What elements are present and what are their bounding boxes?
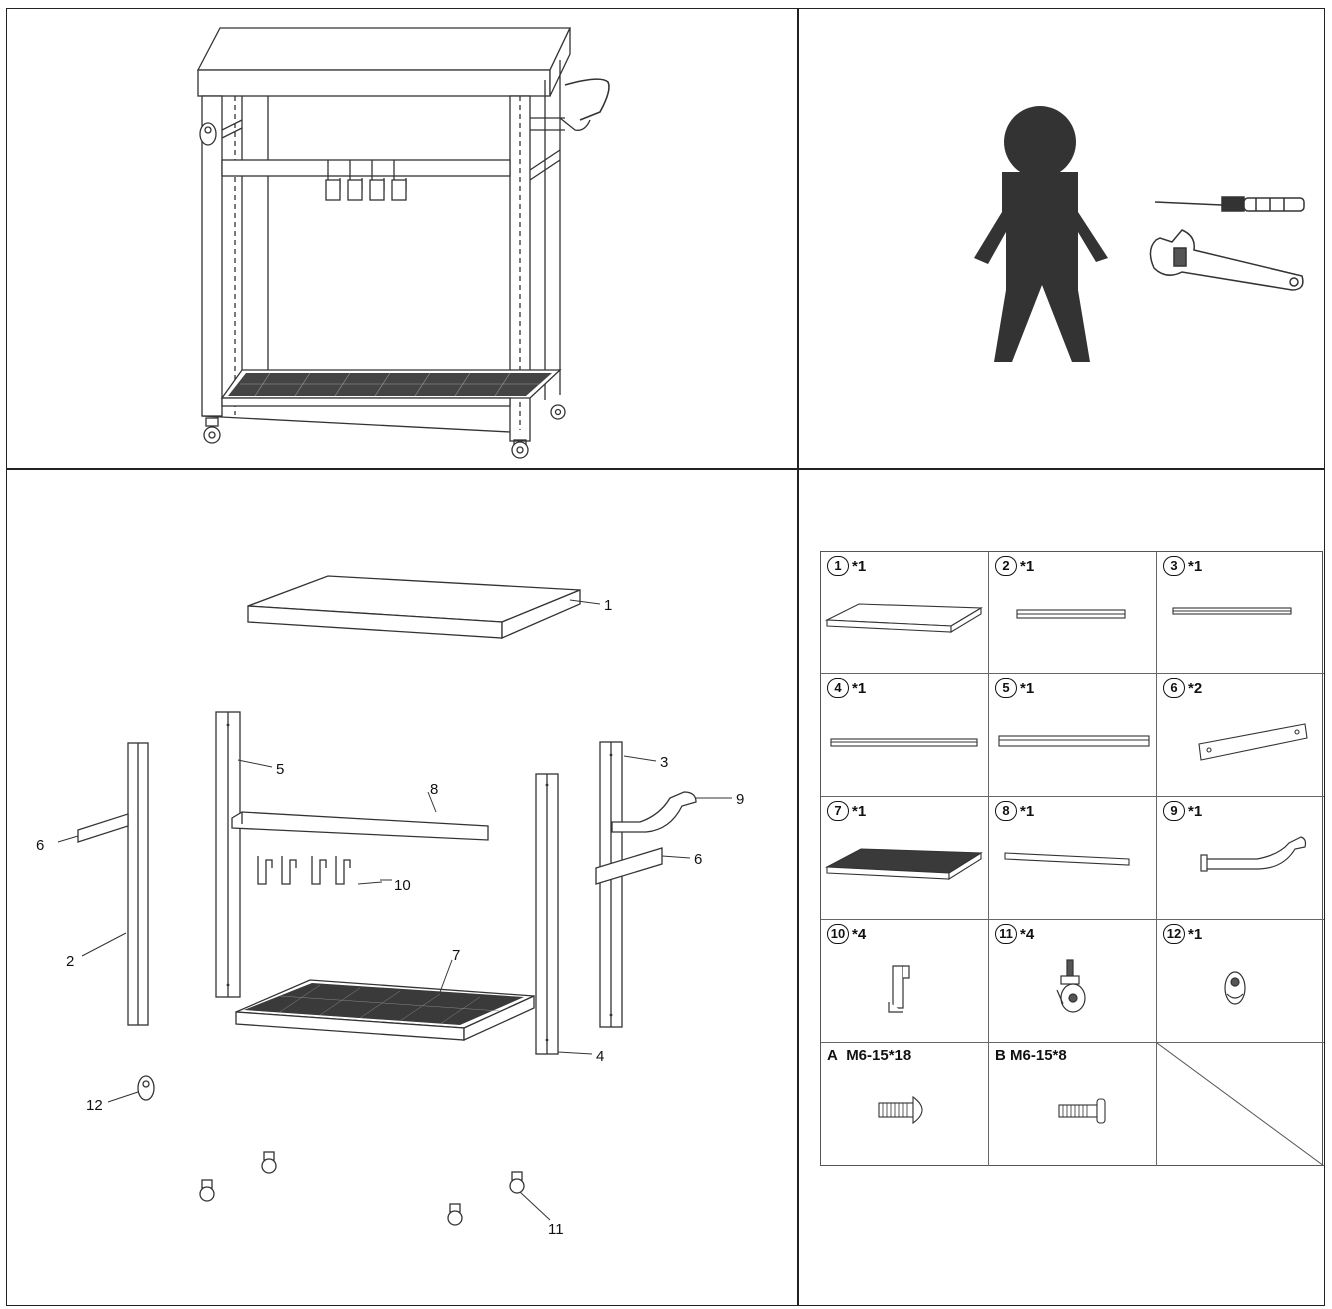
handle-icon [1200,836,1307,872]
rail-icon [1016,609,1126,619]
part-cell-4: 4*1 [821,674,989,797]
callout-2: 2 [66,953,74,970]
part-number: 4 [827,678,849,698]
part-quantity: *1 [1020,679,1035,697]
part-cell-3: 3*1 [1157,552,1324,674]
part-quantity: *2 [1188,679,1203,697]
parts-list-table: 1*1 2*1 3*1 4*1 5*1 6*2 7*1 8 [820,551,1324,1166]
callout-8: 8 [430,781,438,798]
callout-6-left: 6 [36,837,44,854]
part-quantity: *4 [1020,925,1035,943]
part-3-leg [599,741,623,1028]
one-person-icon [974,106,1108,362]
part-number: 7 [827,801,849,821]
bracket-icon [1198,723,1308,761]
part-number: 6 [1163,678,1185,698]
screw-letter: A [827,1047,838,1064]
part-11-casters [199,1151,525,1226]
part-number: 9 [1163,801,1185,821]
part-number: 5 [995,678,1017,698]
part-cell-8: 8*1 [989,797,1157,920]
part-1-tabletop [247,575,581,639]
empty-cell-diagonal [1157,1043,1324,1166]
callout-6-right: 6 [694,851,702,868]
part-5-leg [215,711,241,998]
part-2-leg [127,742,149,1026]
adjustable-wrench-icon [1149,229,1304,291]
part-cell-11: 11*4 [989,920,1157,1043]
hook-icon [888,965,910,1013]
callout-4: 4 [596,1048,604,1065]
screwdriver-icon [1154,196,1305,212]
part-10-hooks [257,856,351,885]
part-4-leg [535,773,559,1055]
part-cell-12: 12*1 [1157,920,1324,1043]
part-6-bracket-right [595,847,663,885]
screw-cell-b: B M6-15*8 [989,1043,1157,1166]
part-number: 3 [1163,556,1185,576]
part-number: 2 [995,556,1017,576]
row-divider [6,468,1325,470]
rail-icon [830,738,978,747]
part-8-bar [231,811,489,841]
part-number: 8 [995,801,1017,821]
part-quantity: *1 [1188,557,1203,575]
bar-icon [1004,852,1130,866]
part-quantity: *1 [852,679,867,697]
part-quantity: *1 [1020,802,1035,820]
screw-cell-a: A M6-15*18 [821,1043,989,1166]
column-divider [797,8,799,1306]
callout-1: 1 [604,597,612,614]
callout-5: 5 [276,761,284,778]
part-cell-9: 9*1 [1157,797,1324,920]
callout-12: 12 [86,1097,103,1114]
exploded-view-diagram: 1 5 8 3 9 6 6 10 2 7 4 12 11 [36,575,744,1238]
callout-9: 9 [736,791,744,808]
part-9-handle [611,791,697,833]
tabletop-icon [824,603,983,633]
part-quantity: *1 [852,802,867,820]
part-quantity: *1 [852,557,867,575]
assembly-requirements-illustration [974,106,1305,362]
rail-icon [1172,607,1292,615]
assembled-cart-illustration [196,27,610,459]
part-cell-7: 7*1 [821,797,989,920]
part-quantity: *1 [1020,557,1035,575]
callout-10: 10 [394,877,411,894]
callout-3: 3 [660,754,668,771]
empty-cell [1157,1043,1324,1166]
part-6-bracket-left [77,813,129,843]
bolt-icon [878,1095,923,1125]
part-number: 10 [827,924,849,944]
part-cell-10: 10*4 [821,920,989,1043]
callout-7: 7 [452,947,460,964]
part-quantity: *1 [1188,802,1203,820]
part-number: 11 [995,924,1017,944]
bolt-icon [1058,1098,1106,1124]
caster-icon [1056,959,1086,1013]
page-frame [6,8,1325,1306]
screw-spec: M6-15*18 [846,1047,912,1064]
part-number: 1 [827,556,849,576]
part-quantity: *4 [852,925,867,943]
part-quantity: *1 [1188,925,1203,943]
part-cell-6: 6*2 [1157,674,1324,797]
part-number: 12 [1163,924,1185,944]
part-cell-5: 5*1 [989,674,1157,797]
part-12-bottle-opener [137,1075,155,1101]
screw-letter: B [995,1047,1006,1064]
part-cell-2: 2*1 [989,552,1157,674]
callout-11: 11 [548,1221,564,1238]
rail-icon [998,735,1150,747]
mesh-shelf-icon [824,848,983,880]
part-cell-1: 1*1 [821,552,989,674]
screw-spec: M6-15*8 [1010,1047,1067,1064]
bottle-opener-icon [1224,971,1246,1005]
